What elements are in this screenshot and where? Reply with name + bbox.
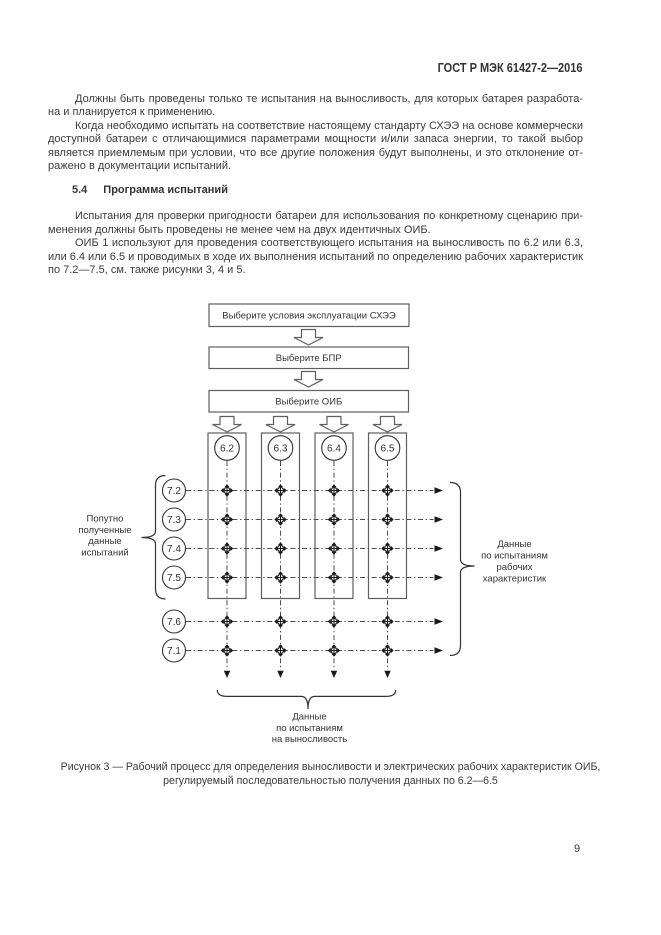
svg-text:7.5: 7.5 (167, 573, 181, 584)
svg-text:рабочих: рабочих (496, 562, 532, 573)
svg-text:7.6: 7.6 (167, 617, 181, 628)
svg-text:Данные: Данные (497, 539, 531, 550)
svg-text:Выберите ОИБ: Выберите ОИБ (275, 397, 342, 408)
svg-text:Выберите условия эксплуатации: Выберите условия эксплуатации СХЭЭ (222, 311, 396, 322)
svg-text:6.4: 6.4 (327, 444, 341, 455)
svg-text:6.5: 6.5 (381, 444, 395, 455)
svg-text:по испытаниям: по испытаниям (481, 550, 548, 561)
svg-text:Выберите БПР: Выберите БПР (276, 353, 342, 364)
svg-text:на выносливость: на выносливость (272, 734, 347, 745)
svg-text:7.2: 7.2 (167, 486, 181, 497)
svg-text:7.3: 7.3 (167, 515, 181, 526)
svg-text:7.4: 7.4 (167, 544, 181, 555)
svg-text:Попутно: Попутно (87, 513, 124, 524)
svg-text:6.3: 6.3 (274, 444, 288, 455)
svg-text:Данные: Данные (292, 712, 326, 723)
svg-text:по испытаниям: по испытаниям (276, 723, 343, 734)
svg-text:полученные: полученные (78, 525, 131, 536)
svg-text:6.2: 6.2 (220, 444, 234, 455)
svg-text:данные: данные (88, 536, 121, 547)
svg-text:7.1: 7.1 (167, 646, 181, 657)
svg-text:испытаний: испытаний (81, 547, 128, 558)
svg-text:характеристик: характеристик (483, 573, 547, 584)
